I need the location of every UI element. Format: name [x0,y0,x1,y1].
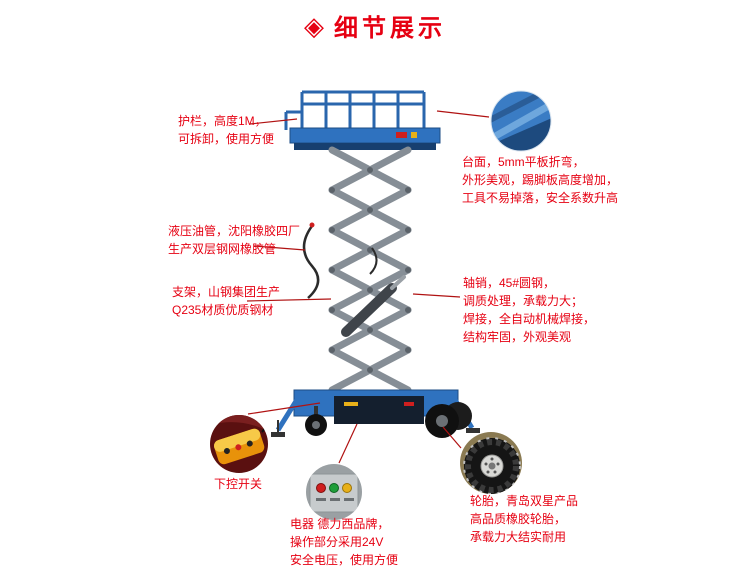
callout-platform: 台面，5mm平板折弯， 外形美观，踢脚板高度增加， 工具不易掉落，安全系数升高 [462,155,619,205]
diamond-icon: ◈ [304,10,324,41]
callout-hose: 液压油管，沈阳橡胶四厂 生产双层钢网橡胶管 [168,224,301,256]
lift-scissor-arms [328,146,412,394]
warning-label [411,132,417,138]
lift-hydraulic-hose [302,222,378,299]
page-title: 细节展示 [334,15,446,42]
warning-label [396,132,407,138]
callout-electric: 电器 德力西品牌， 操作部分采用24V 安全电压，使用方便 [290,517,399,567]
callout-tire: 轮胎，青岛双星产品 高品质橡胶轮胎， 承载力大结实耐用 [470,494,579,544]
detail-circle-electric [306,464,362,520]
callout-pin: 轴销，45#圆钢， 调质处理，承载力大； 焊接，全自动机械焊接， 结构牢固，外观… [463,276,596,344]
lift-guardrail [284,90,426,130]
callout-remote-switch: 下控开关 [214,477,263,491]
lift-platform [289,127,441,150]
callout-lines [246,110,490,464]
lift-wheels [305,402,472,438]
callout-frame: 支架，山钢集团生产 Q235材质优质钢材 [172,285,281,317]
page-header: ◈ 细节展示 [0,8,750,43]
lift-scissor-pivots [329,167,411,373]
detail-circle-platform [490,90,552,152]
lift-base [293,389,459,424]
detail-circle-remote [210,415,268,473]
callout-guardrail: 护栏，高度1M， 可拆卸，使用方便 [178,114,275,146]
detail-circle-tire [460,432,522,494]
lift-hydraulic-cylinder [341,275,406,337]
